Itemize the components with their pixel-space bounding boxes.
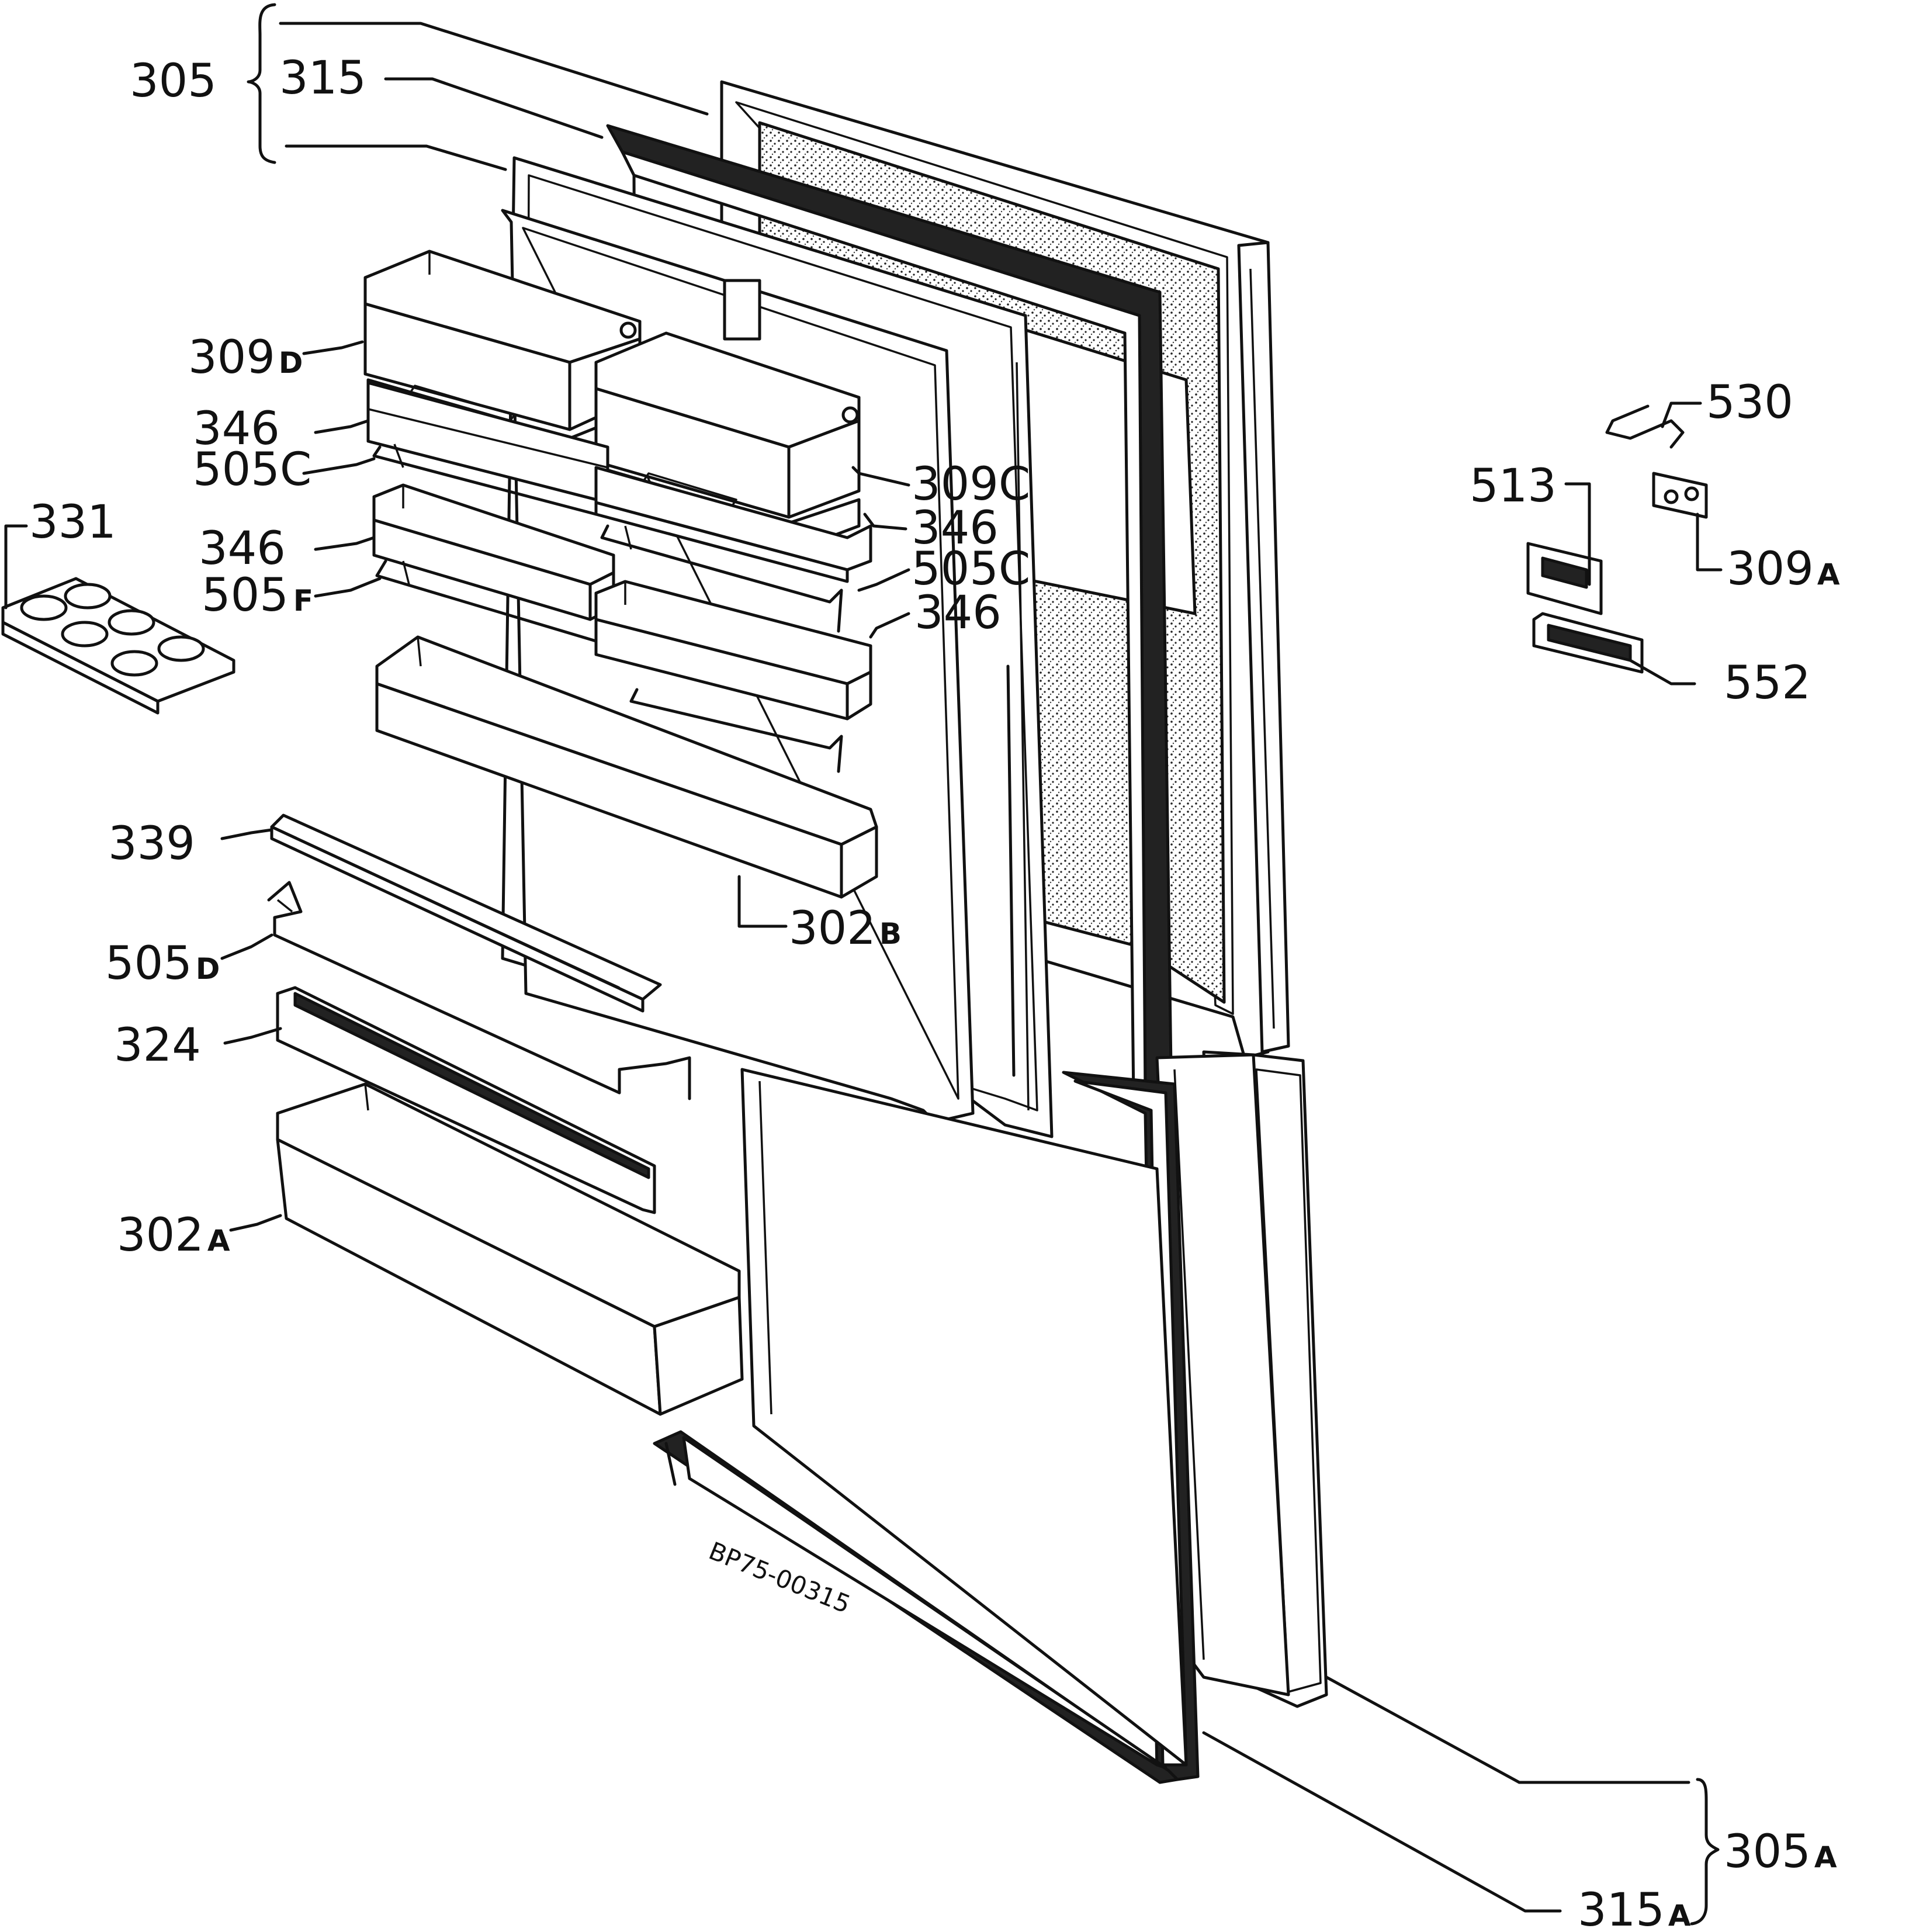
bottle-shelf-302a	[276, 1082, 744, 1416]
door-shelf-346-left-middle	[372, 483, 615, 621]
label-346-c: 346	[912, 502, 999, 555]
label-346-a: 346	[193, 403, 280, 455]
label-339: 339	[108, 818, 195, 870]
trim-strip-324	[276, 986, 656, 1214]
label-305: 305	[130, 55, 217, 108]
label-315: 315	[279, 52, 366, 105]
lower-door-inner-liner	[740, 1068, 1188, 1767]
door-shelf-346-right-lower	[594, 580, 872, 721]
hinge-cover-513	[1526, 542, 1603, 615]
leader-lines	[4, 3, 1723, 1926]
shelf-rail-505c-right	[600, 524, 843, 633]
label-346-d: 346	[914, 587, 1002, 639]
bottle-shelf-302b	[375, 635, 878, 899]
door-stop-309a	[1652, 472, 1708, 519]
label-331: 331	[29, 496, 116, 549]
label-505c-b: 505C	[912, 543, 1030, 595]
label-324: 324	[114, 1019, 201, 1072]
door-handle-552	[1532, 612, 1644, 674]
label-505c-a: 505C	[193, 444, 311, 496]
label-346-b: 346	[199, 522, 286, 575]
shelf-strip-339	[270, 813, 662, 1013]
label-552: 552	[1724, 657, 1811, 709]
label-513: 513	[1470, 460, 1557, 513]
label-309c: 309C	[912, 458, 1030, 511]
shelf-rail-right-bottom	[629, 688, 843, 773]
shelf-rail-505d	[267, 881, 691, 1100]
egg-tray-331	[1, 577, 235, 715]
label-530: 530	[1706, 376, 1793, 429]
door-shelf-346-right-upper	[594, 466, 872, 583]
door-hinge-bracket-530	[1605, 404, 1685, 449]
